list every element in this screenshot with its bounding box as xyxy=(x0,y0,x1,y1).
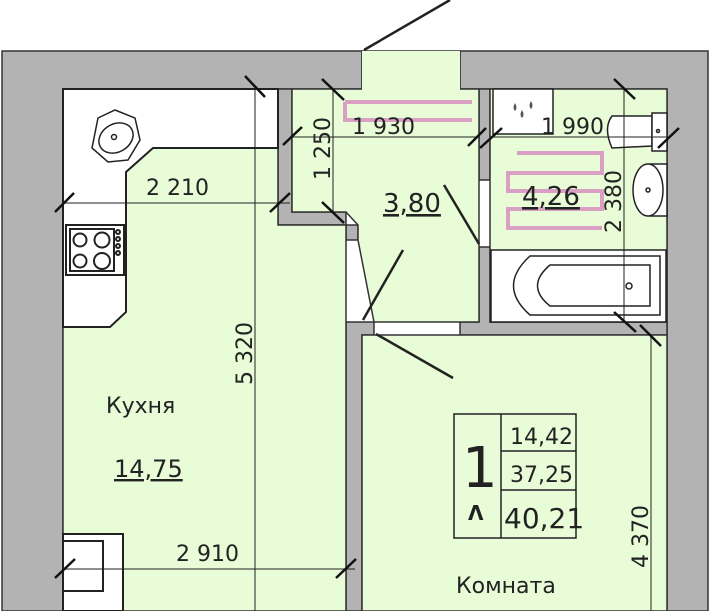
kitchen-name: Кухня xyxy=(106,394,175,419)
room-floor xyxy=(361,334,668,611)
stove-icon xyxy=(65,224,125,276)
total-area: 37,25 xyxy=(510,463,573,488)
dim-room-length: 4 370 xyxy=(629,505,654,568)
washing-machine-icon xyxy=(492,88,554,135)
balcony-mark: Λ xyxy=(468,501,484,525)
rooms-count: 1 xyxy=(462,436,498,501)
dim-hall-depth: 1 250 xyxy=(311,117,336,180)
hall-area: 3,80 xyxy=(383,189,441,219)
dim-bath-width: 1 990 xyxy=(541,115,604,140)
fridge-icon xyxy=(62,533,124,611)
dim-kitchen-width-top: 2 210 xyxy=(146,176,209,201)
dim-kitchen-width-bottom: 2 910 xyxy=(176,542,239,567)
dim-kitchen-length: 5 320 xyxy=(233,322,258,385)
dim-bath-length: 2 380 xyxy=(602,170,627,233)
entry-opening xyxy=(362,51,460,91)
heated-floor-marks xyxy=(343,100,604,230)
toilet-icon xyxy=(606,112,668,152)
bathtub-icon xyxy=(490,249,667,323)
dimension-ticks xyxy=(54,75,680,579)
room-name: Комната xyxy=(456,574,556,599)
kitchen-sink-icon xyxy=(91,109,141,163)
bathroom-sink-icon xyxy=(632,163,668,217)
door-swings xyxy=(361,0,481,380)
bathroom-area: 4,26 xyxy=(522,182,580,212)
dim-hall-width: 1 930 xyxy=(352,115,415,140)
living-area: 14,42 xyxy=(510,425,573,450)
dimension-lines xyxy=(63,89,667,611)
area-summary-box xyxy=(453,413,577,539)
kitchen-area: 14,75 xyxy=(114,455,183,483)
total-area-with-balcony: 40,21 xyxy=(504,502,584,535)
